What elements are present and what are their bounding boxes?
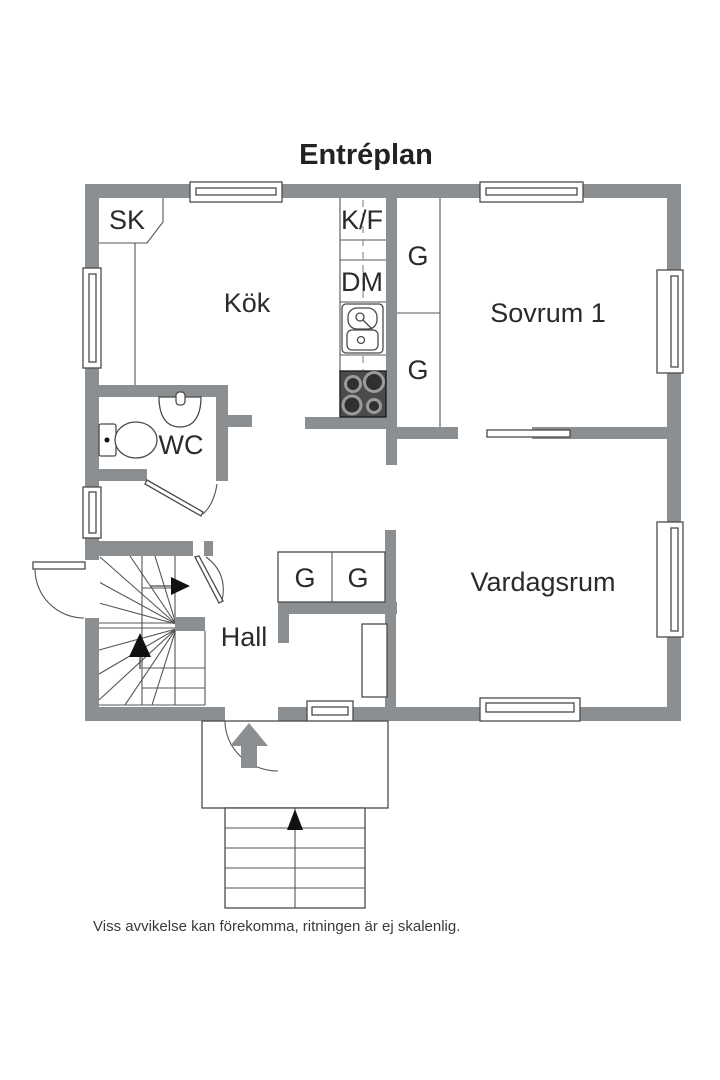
- wall-hall-south: [278, 602, 397, 614]
- wall-top: [85, 184, 681, 198]
- window-top-left: [189, 181, 283, 203]
- wall-right: [667, 184, 681, 721]
- wall-left: [85, 184, 99, 721]
- window-right-vardagsrum: [656, 521, 684, 638]
- room-label-g-hall-left: G: [294, 563, 315, 593]
- hall-radiator: [361, 623, 388, 698]
- room-label-dm: DM: [341, 267, 383, 297]
- interior-staircase: [98, 555, 206, 706]
- room-label-g-kitchen-lower: G: [407, 355, 428, 385]
- wall-wc-stub: [228, 415, 252, 427]
- wall-bottom: [85, 707, 681, 721]
- room-label-kok: Kök: [224, 288, 271, 318]
- window-right-sovrum: [656, 269, 684, 374]
- window-left-kitchen: [82, 267, 102, 369]
- page-title: Entréplan: [299, 139, 433, 171]
- wall-stair-top-jamb: [204, 541, 213, 556]
- stair-landing-double-line: [99, 622, 175, 629]
- room-label-wc: WC: [159, 430, 204, 460]
- wall-sovrum-south-left: [397, 427, 458, 439]
- disclaimer-text: Viss avvikelse kan förekomma, ritningen …: [93, 918, 460, 935]
- wall-wc-right: [216, 385, 228, 481]
- sovrum-closet-lines: [397, 198, 441, 427]
- windows: [82, 181, 684, 723]
- entry-arrow-up-icon: [230, 723, 268, 746]
- room-label-sk: SK: [109, 205, 145, 235]
- room-label-hall: Hall: [221, 622, 268, 652]
- wall-kitchen-divider: [386, 198, 397, 465]
- stair-arrow-right-icon: [171, 577, 190, 595]
- stove-icon: [339, 370, 387, 418]
- wash-basin-icon: [158, 391, 202, 428]
- kitchen-counter-lines: [99, 198, 386, 417]
- wall-kitchen-south: [305, 417, 386, 429]
- opening-left-exterior-door: [84, 560, 100, 618]
- sk-closet-outline: [99, 198, 164, 244]
- wall-wc-top: [99, 385, 228, 397]
- sovrum-sliding-door: [486, 429, 571, 438]
- left-exterior-door: [32, 561, 86, 619]
- room-label-vardagsrum: Vardagsrum: [470, 567, 615, 597]
- room-label-sovrum1: Sovrum 1: [490, 298, 606, 328]
- wc-door: [144, 479, 218, 517]
- wall-stair-top: [85, 541, 193, 556]
- room-label-kf: K/F: [341, 205, 383, 235]
- room-label-g-kitchen-upper: G: [407, 241, 428, 271]
- stair-door: [194, 555, 224, 604]
- entry-arrow-up-stem: [241, 746, 257, 768]
- window-top-right: [479, 181, 584, 203]
- entry-door-swing: [224, 720, 279, 772]
- window-bottom-vardagsrum: [479, 697, 581, 722]
- toilet-icon: [98, 421, 158, 459]
- wall-stair-stub: [175, 617, 205, 631]
- entry-stairs-arrow-up-icon: [287, 809, 303, 830]
- stair-arrow-up-icon: [129, 633, 151, 657]
- stair-horizontal-treads: [142, 587, 205, 689]
- opening-stair-door: [193, 541, 204, 556]
- entry-stairs: [224, 807, 366, 909]
- entry-porch: [201, 720, 389, 809]
- wall-vardagsrum-left: [385, 530, 396, 707]
- wall-hall-stub: [278, 614, 289, 643]
- kitchen-sink-icon: [341, 303, 384, 354]
- hall-wardrobes: [277, 551, 386, 603]
- room-label-g-hall-right: G: [347, 563, 368, 593]
- stair-winder-fan-upper: [98, 555, 177, 625]
- wall-wc-bottom: [99, 469, 147, 481]
- opening-entry-door: [225, 707, 278, 721]
- window-left-stair: [82, 486, 102, 539]
- window-bottom-entry: [306, 700, 354, 723]
